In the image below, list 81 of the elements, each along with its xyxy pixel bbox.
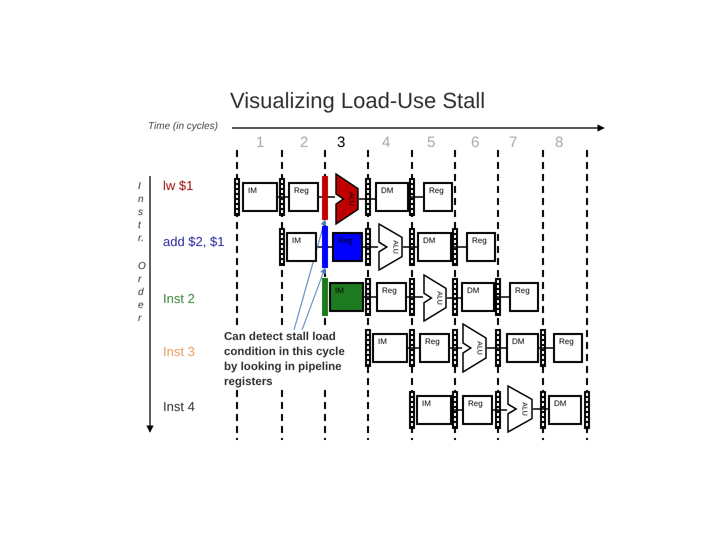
stage-box [509,282,539,312]
datapath-wire [493,409,507,411]
stage-label: Reg [338,236,353,245]
datapath-wire [447,297,461,299]
alu-shape [462,323,487,373]
stage-box [242,182,278,212]
cycle-number: 5 [427,134,436,151]
stage-label: DM [512,337,524,346]
leader-line [302,267,326,330]
datapath-wire [450,347,462,349]
cycle-number: 3 [337,134,346,151]
stage-box [376,282,407,312]
stage-label: IM [378,337,387,346]
stage-label: Reg [294,186,309,195]
stage-box [423,182,453,212]
stage-label: Reg [472,236,487,245]
stage-label: IM [248,186,257,195]
stage-box [286,232,317,262]
stage-box [372,333,408,363]
datapath-wire [487,347,506,349]
cycle-number: 6 [471,134,480,151]
stage-label: IM [292,236,301,245]
cycle-number: 1 [256,134,264,151]
datapath-wire [359,198,375,200]
datapath-wire [495,296,509,298]
cycle-number: 4 [382,134,390,151]
stage-box [288,182,319,212]
stage-box [417,232,452,262]
instruction-label: Inst 2 [163,291,195,306]
stage-box [462,395,493,425]
instruction-label: add $2, $1 [163,234,224,249]
stage-label: Reg [382,286,397,295]
datapath-wire [403,246,417,248]
stage-label: Reg [425,337,440,346]
stage-label: DM [381,186,394,195]
stage-box [461,282,495,312]
alu-shape [423,274,447,322]
stage-box [375,182,409,212]
stage-box [466,232,496,262]
datapath-wire [363,246,378,248]
axis-label: Order [138,260,144,325]
stage-label: Reg [559,337,574,346]
stage-label: Reg [429,186,444,195]
highlighted-stage-box [332,232,363,262]
stage-box [419,333,450,363]
stage-box [416,395,452,425]
datapath-wire [539,347,553,349]
axis-label: Time (in cycles) [148,121,218,132]
datapath-wire [364,296,376,298]
alu-shape [507,385,533,433]
datapath-wire [533,408,548,410]
datapath-wire [407,296,423,298]
datapath-wire [278,196,288,198]
instruction-label: Inst 4 [163,399,195,414]
stage-label: IM [422,399,431,408]
highlighted-stage-box [329,282,364,312]
instruction-label: Inst 3 [163,344,195,359]
datapath-wire [409,196,423,198]
pipeline-register [322,176,328,220]
stage-label: DM [554,399,566,408]
stage-box [506,333,539,363]
cycle-number: 7 [509,134,518,151]
stage-box [548,395,582,425]
stage-box [553,333,583,363]
leader-line [294,219,326,330]
title: Visualizing Load-Use Stall [230,88,486,114]
datapath-wire [452,409,462,411]
cycle-number: 8 [555,134,564,151]
stage-label: IM [335,286,344,295]
cycle-number: 2 [300,134,308,151]
stage-label: Reg [515,286,530,295]
axis-label: Instr. [138,180,144,245]
instruction-label: lw $1 [163,178,194,193]
stage-label: Reg [468,399,483,408]
alu-shape [335,173,359,225]
stage-label: DM [423,236,436,245]
stage-label: DM [467,286,480,295]
datapath-wire [408,347,419,349]
pipeline-register [322,226,328,268]
alu-shape [378,223,403,271]
datapath-wire [452,246,466,248]
